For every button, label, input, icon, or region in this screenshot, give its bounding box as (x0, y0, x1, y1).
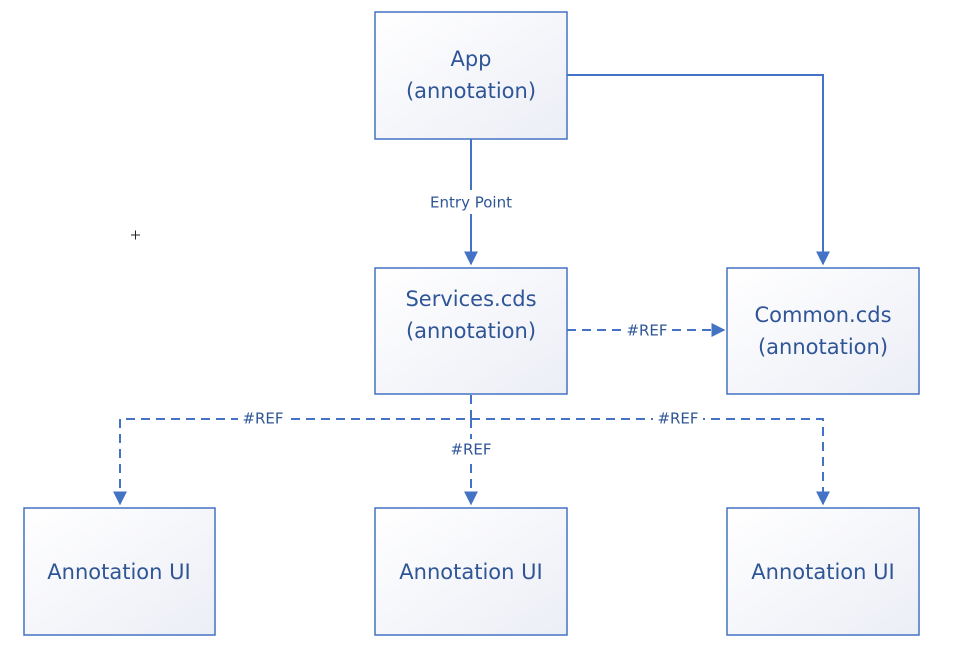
node-common-subtitle: (annotation) (758, 335, 888, 359)
edge-services-to-ui-left: #REF (113, 395, 472, 506)
edge-label-ref-ui-center: #REF (450, 441, 491, 459)
edge-services-to-ui-right: #REF (471, 409, 830, 506)
edge-app-to-services: Entry Point (418, 139, 524, 266)
node-services-title: Services.cds (405, 287, 536, 311)
crosshair-cursor-icon (131, 230, 140, 240)
edge-app-to-common (567, 74, 830, 266)
node-common: Common.cds (annotation) (726, 267, 920, 395)
node-services: Services.cds (annotation) (374, 267, 568, 395)
node-app: App (annotation) (374, 11, 568, 140)
edge-services-to-ui-center: #REF (446, 419, 496, 506)
node-common-title: Common.cds (754, 303, 891, 327)
edge-label-ref-ui-right: #REF (657, 410, 698, 428)
edge-label-ref-ui-left: #REF (242, 410, 283, 428)
node-app-title: App (450, 47, 491, 71)
node-annotation-ui-center: Annotation UI (374, 507, 568, 636)
edge-services-to-common: #REF (567, 320, 726, 342)
edge-label-entry-point: Entry Point (430, 194, 512, 212)
node-services-subtitle: (annotation) (406, 319, 536, 343)
edge-label-ref-common: #REF (626, 322, 667, 340)
node-app-subtitle: (annotation) (406, 79, 536, 103)
node-annotation-ui-left: Annotation UI (23, 507, 216, 636)
node-annotation-ui-center-label: Annotation UI (399, 560, 542, 584)
node-annotation-ui-right-label: Annotation UI (751, 560, 894, 584)
node-annotation-ui-right: Annotation UI (726, 507, 920, 636)
node-annotation-ui-left-label: Annotation UI (47, 560, 190, 584)
